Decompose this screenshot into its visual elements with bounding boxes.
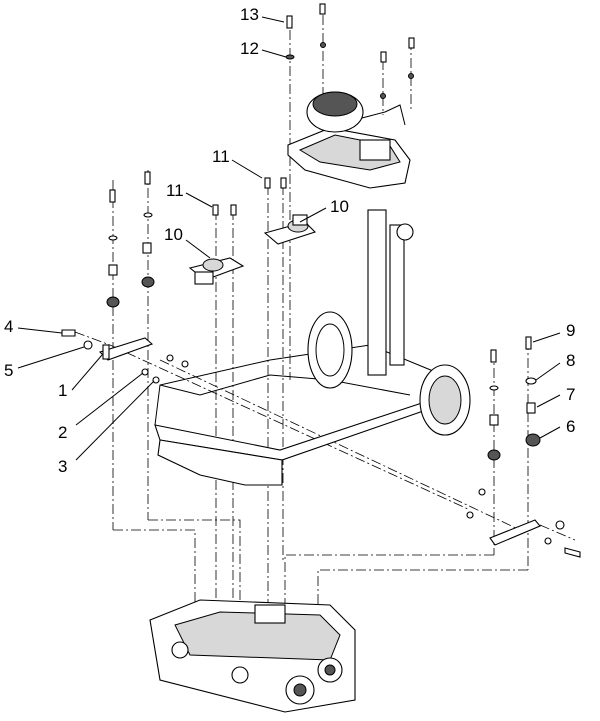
mount-plate-left — [188, 257, 245, 285]
fastener-stack-right — [466, 336, 581, 558]
callout-9: 9 — [566, 321, 576, 340]
leader-lines — [17, 16, 561, 461]
callout-1: 1 — [58, 381, 68, 400]
mount-plate-right — [263, 214, 317, 245]
callout-7: 7 — [566, 385, 576, 404]
callout-11-right: 11 — [212, 147, 230, 166]
callout-10-right: 10 — [330, 197, 349, 216]
callout-10-left: 10 — [164, 225, 183, 244]
gear-housing-base — [149, 599, 356, 713]
callout-8: 8 — [566, 351, 576, 370]
main-frame — [154, 209, 456, 486]
callout-11-left: 11 — [166, 181, 184, 200]
wheel-large — [419, 364, 471, 436]
callout-13: 13 — [240, 5, 259, 24]
fastener-stack-top — [285, 3, 415, 99]
callout-4: 4 — [4, 317, 14, 336]
wheel-small — [307, 311, 353, 389]
motor-assembly — [287, 91, 411, 189]
callout-6: 6 — [566, 417, 576, 436]
callout-2: 2 — [58, 423, 68, 442]
callout-3: 3 — [58, 457, 68, 476]
callout-5: 5 — [4, 361, 14, 380]
fastener-stack-left — [106, 171, 287, 308]
callout-12: 12 — [240, 39, 259, 58]
bracket-left — [61, 329, 189, 384]
